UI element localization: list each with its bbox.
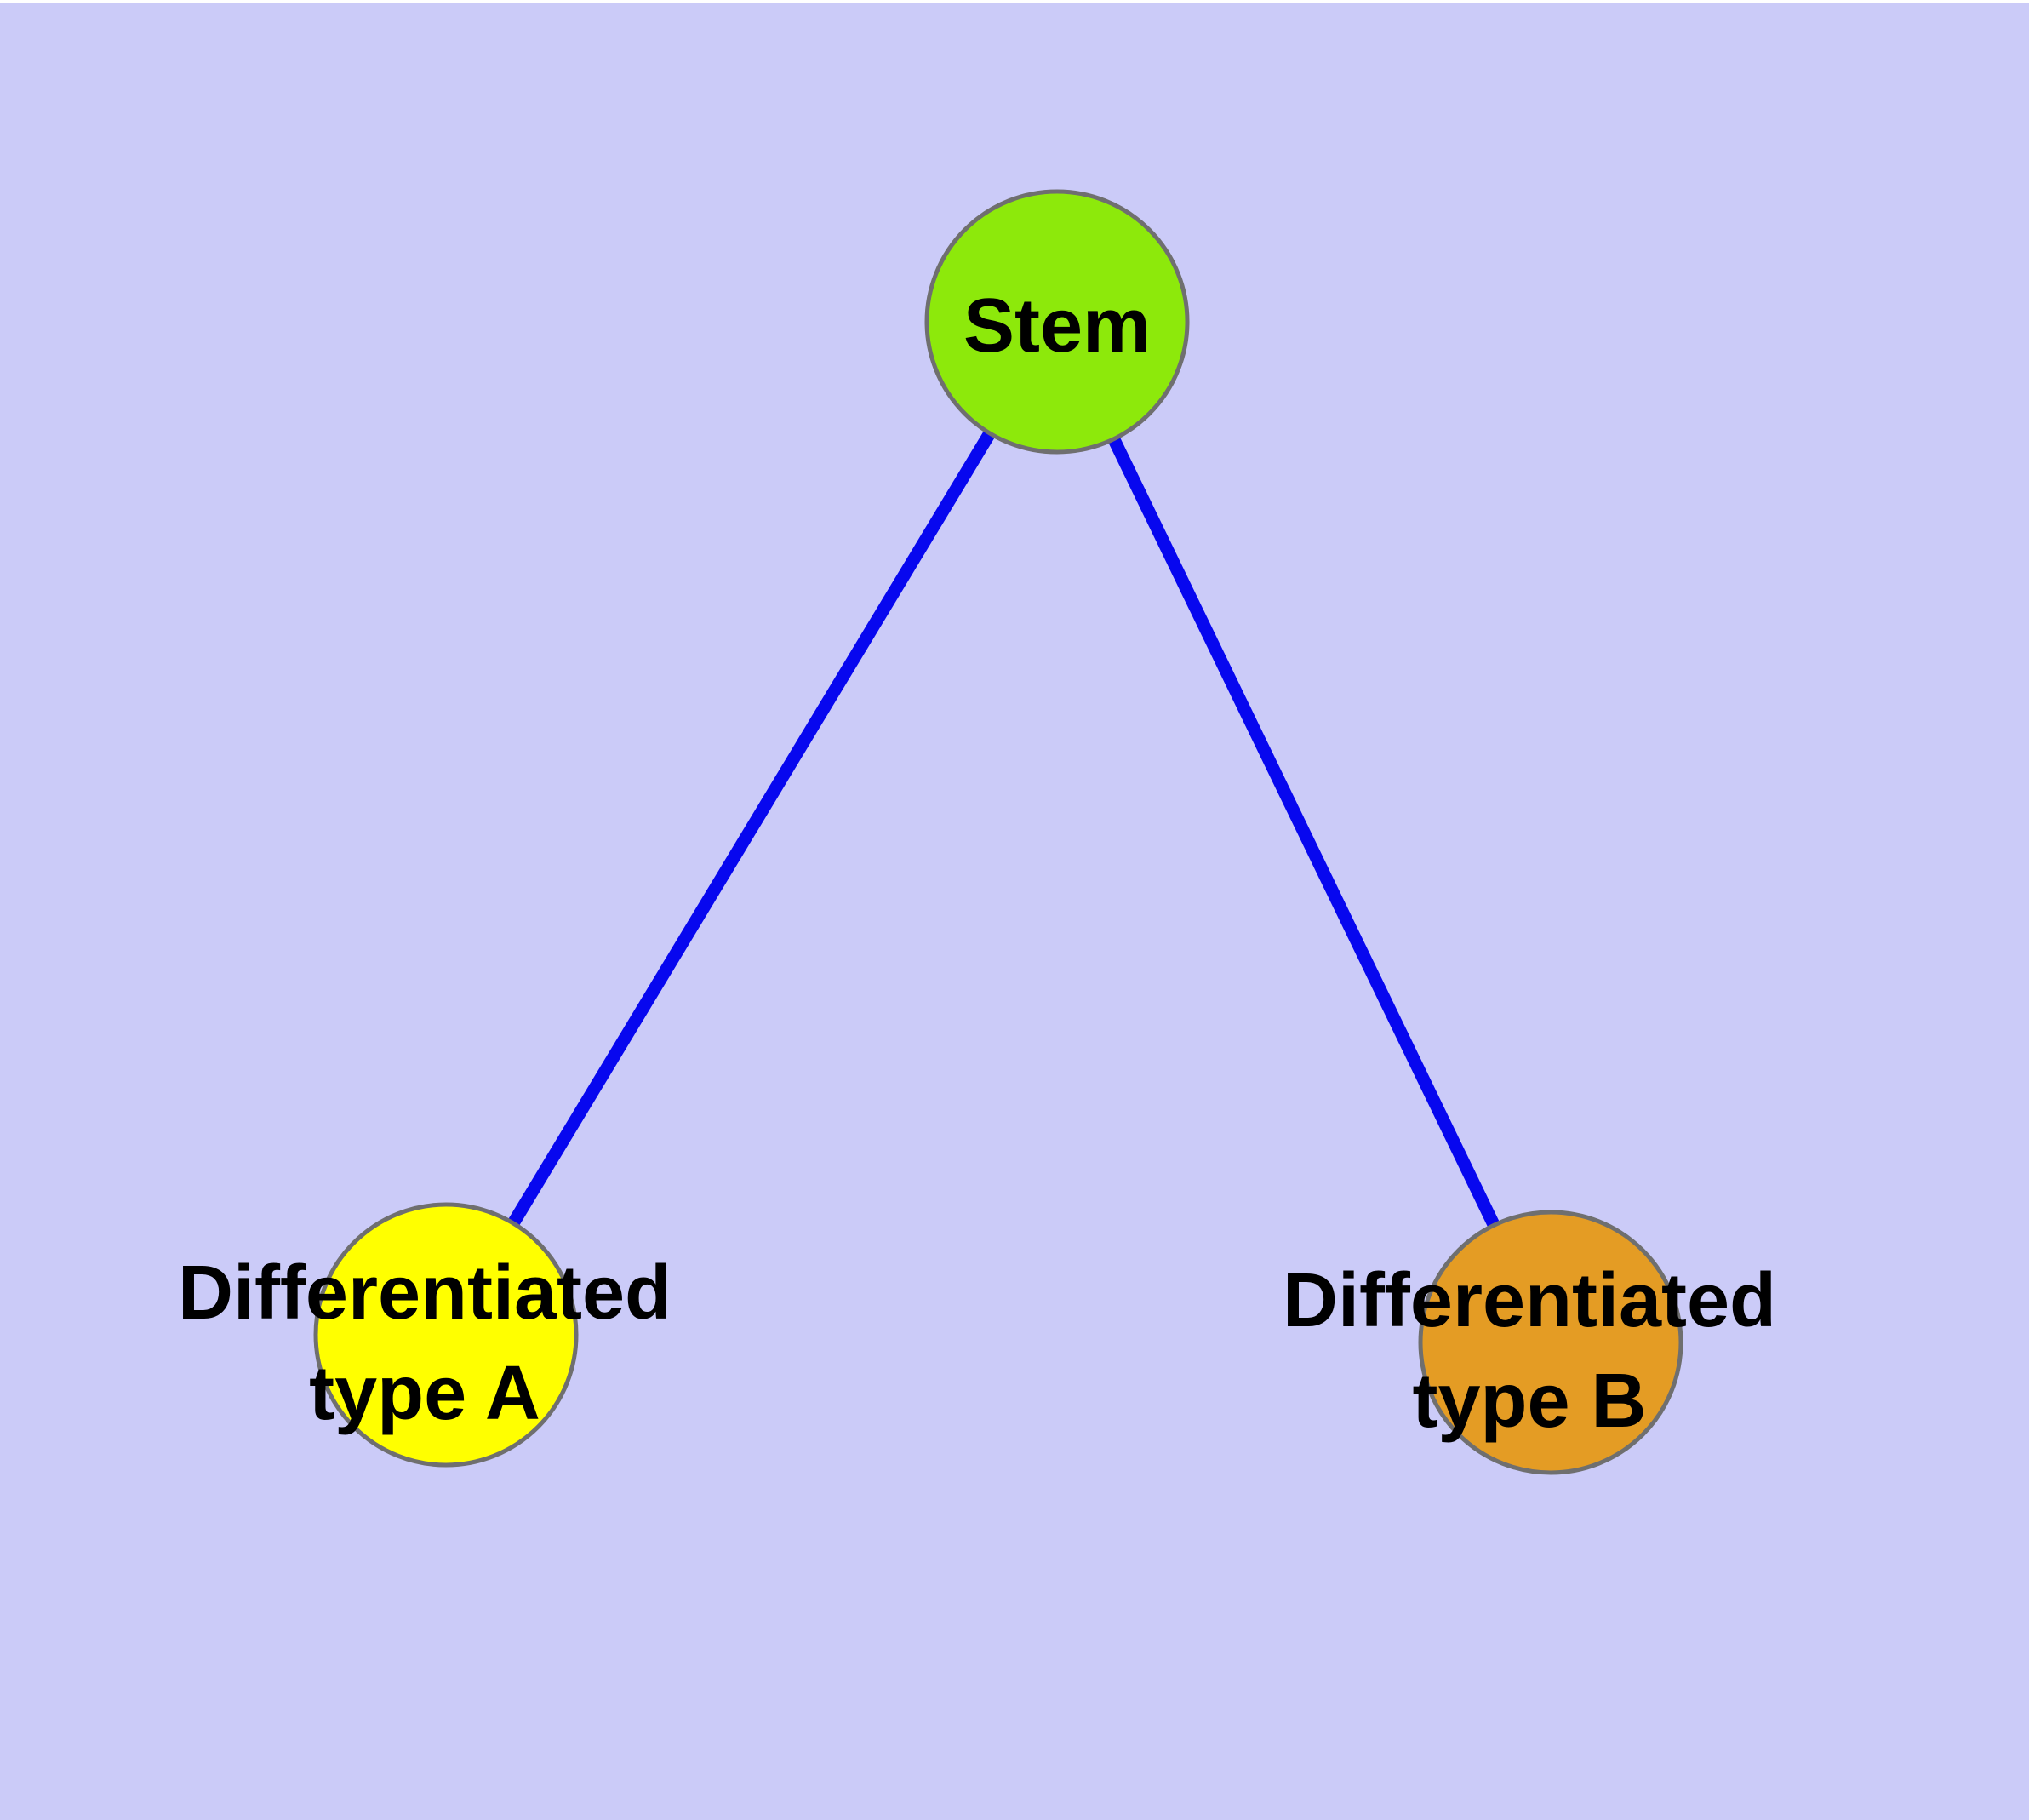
node-differentiated-type-b-label-line-1: Differentiated (1283, 1258, 1776, 1343)
node-differentiated-type-b-label-line-2: type B (1412, 1359, 1646, 1444)
edge-stem-to-type-b (1051, 318, 1557, 1346)
edge-stem-to-type-a (440, 318, 1063, 1338)
node-stem: Stem (924, 189, 1190, 455)
node-differentiated-type-a: Differentiated type A (178, 1202, 672, 1468)
node-differentiated-type-b-circle (1418, 1210, 1683, 1475)
node-differentiated-type-a-label-line-1: Differentiated (178, 1251, 672, 1336)
node-differentiated-type-a-label: Differentiated type A (178, 1251, 672, 1436)
node-differentiated-type-a-circle (313, 1202, 579, 1468)
node-differentiated-type-a-label-line-2: type A (309, 1351, 540, 1436)
window-top-strip (0, 0, 2029, 3)
node-stem-label-line-1: Stem (963, 283, 1151, 369)
node-stem-circle (924, 189, 1190, 455)
node-stem-label: Stem (963, 283, 1151, 369)
node-differentiated-type-b: Differentiated type B (1283, 1210, 1776, 1475)
node-differentiated-type-b-label: Differentiated type B (1283, 1258, 1776, 1444)
